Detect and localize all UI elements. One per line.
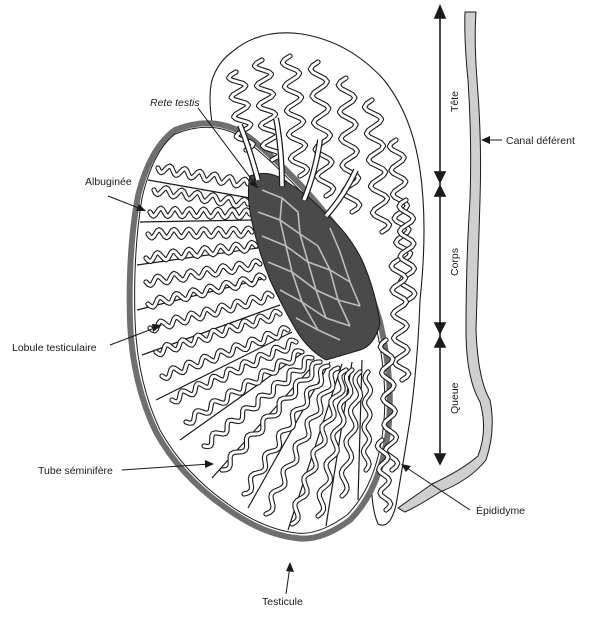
label-corps: Corps [449,248,461,276]
label-queue: Queue [449,382,461,414]
region-bars [435,6,445,464]
label-lobule: Lobule testiculaire [12,342,97,354]
label-canal: Canal déférent [506,135,575,147]
label-albuginee: Albuginée [85,176,132,188]
label-tete: Tête [449,91,461,112]
label-rete-testis: Rete testis [150,97,200,109]
label-tube: Tube séminifère [38,465,113,477]
label-epididyme: Épididyme [476,504,525,517]
label-testicule: Testicule [262,596,303,608]
